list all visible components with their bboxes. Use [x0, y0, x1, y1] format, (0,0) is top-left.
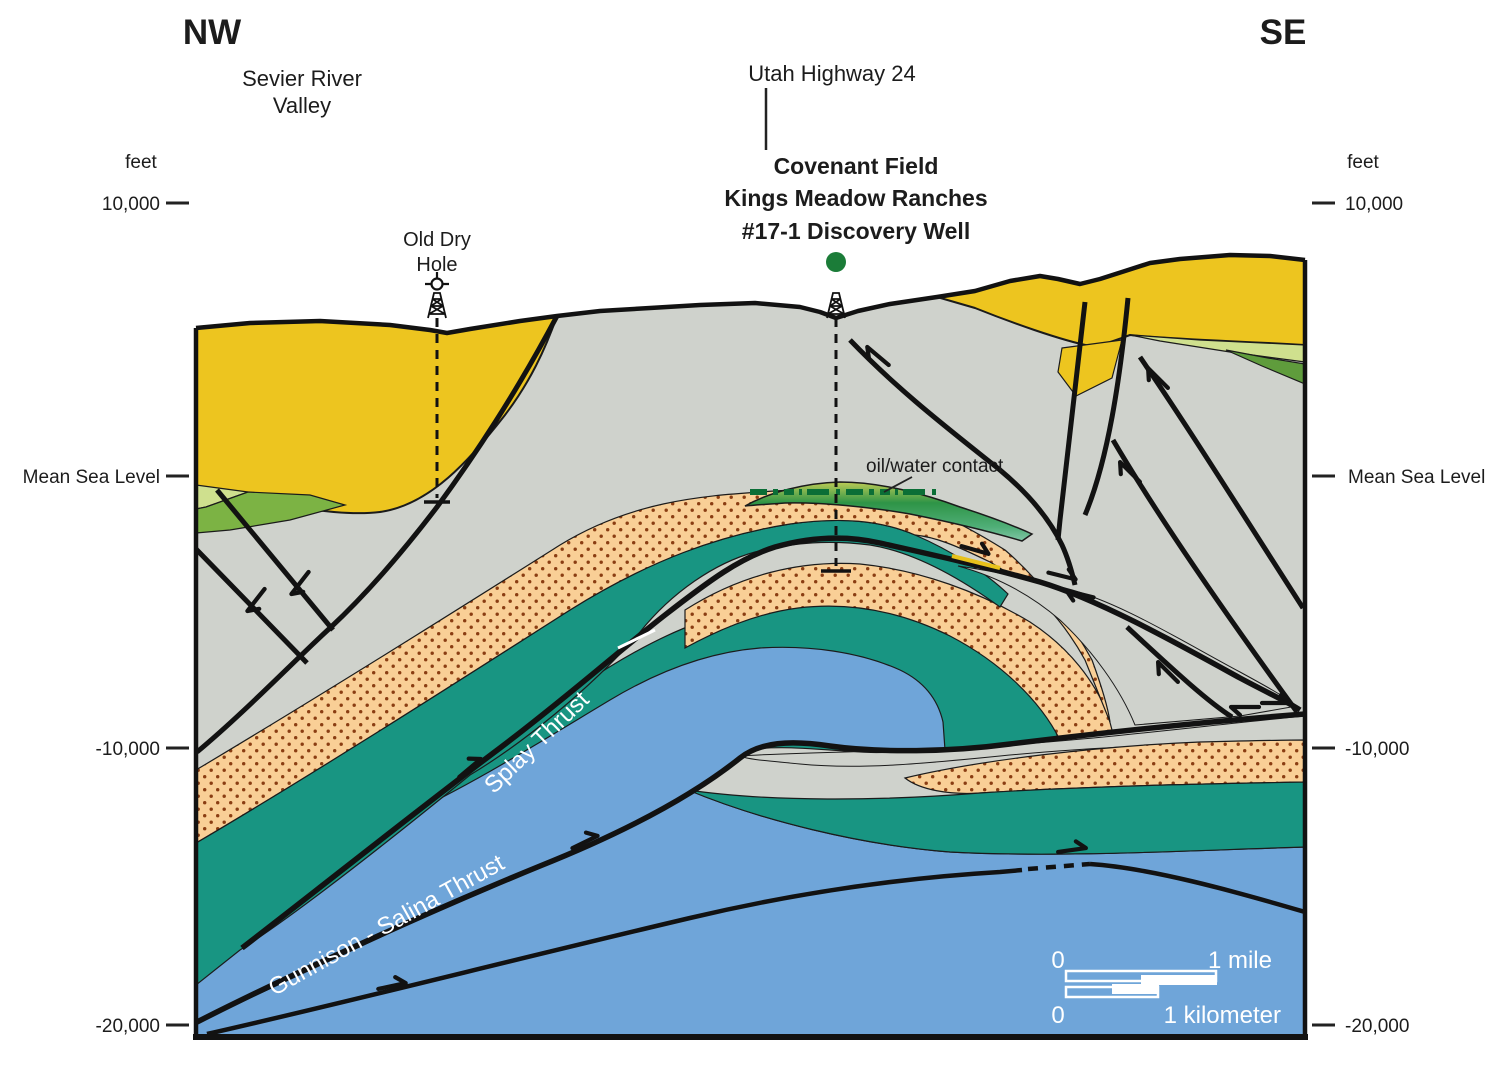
fault-splay-yellow-streak	[951, 554, 1001, 570]
valley-label-line2: Valley	[273, 93, 331, 118]
fault-gunnison-salina-thrust	[196, 711, 1305, 1025]
right-axis-minus20000: -20,000	[1345, 1016, 1409, 1037]
right-axis-unit: feet	[1347, 152, 1379, 173]
scale-mile-zero: 0	[1051, 947, 1064, 974]
discovery-label-line1: Covenant Field	[774, 153, 939, 179]
reservoir-lens	[744, 481, 1034, 542]
fault-old-dry-hole	[196, 314, 560, 754]
layer-footwall-teal	[687, 781, 1305, 855]
old-dry-hole-well	[424, 272, 450, 504]
left-axis-minus10000: -10,000	[96, 739, 160, 760]
right-axis-minus10000: -10,000	[1345, 739, 1409, 760]
old-dry-label-line1: Old Dry	[403, 229, 471, 251]
fault-splay-thrust	[240, 535, 1302, 951]
right-axis-msl: Mean Sea Level	[1348, 467, 1485, 488]
fault-vertical-1	[1055, 301, 1088, 541]
fault-backthrust-2	[1137, 355, 1305, 610]
left-axis-ticks	[166, 201, 189, 1027]
old-dry-label-line2: Hole	[416, 254, 457, 276]
scale-km-zero: 0	[1051, 1002, 1064, 1029]
left-axis-10000: 10,000	[102, 194, 160, 215]
dry-hole-symbol-icon	[430, 277, 444, 291]
scale-km-bar-fill	[1112, 984, 1159, 994]
right-axis-10000: 10,000	[1345, 194, 1403, 215]
layer-right-light-green	[1129, 334, 1305, 363]
left-axis-msl: Mean Sea Level	[23, 467, 160, 488]
highway-label: Utah Highway 24	[748, 61, 916, 86]
scale-km-label: 1 kilometer	[1164, 1002, 1281, 1029]
derrick-icon	[826, 292, 846, 319]
oil-water-leader-line	[883, 476, 913, 493]
section-border	[193, 260, 1308, 1037]
fault-vertical-2	[1082, 297, 1131, 516]
derrick-icon	[427, 292, 447, 319]
fault-left-a	[215, 488, 335, 632]
corner-label-nw: NW	[183, 13, 241, 52]
left-axis-unit: feet	[125, 152, 157, 173]
fault-backthrust-1	[848, 338, 1078, 586]
oil-water-contact-label: oil/water contact	[866, 456, 1004, 477]
corner-label-se: SE	[1260, 13, 1307, 52]
right-axis-ticks	[1312, 201, 1335, 1027]
layer-upper-sandstone	[196, 488, 1111, 845]
fault-deep-basement-east	[1089, 861, 1305, 915]
discovery-well	[821, 252, 851, 573]
left-axis-minus20000: -20,000	[96, 1016, 160, 1037]
layer-right-green	[1225, 349, 1305, 385]
dry-hole-symbol-ticks	[425, 272, 449, 286]
scale-bar: 0 1 mile 0 1 kilometer	[1051, 947, 1281, 1029]
layer-lower-sandstone	[684, 562, 1113, 741]
discovery-well-marker	[826, 252, 846, 272]
scale-mile-label: 1 mile	[1208, 947, 1272, 974]
valley-label-line1: Sevier River	[242, 66, 362, 91]
fault-deep-basement	[206, 867, 1023, 1037]
discovery-label-line3: #17-1 Discovery Well	[742, 218, 970, 244]
fault-backthrust-4	[1125, 625, 1234, 720]
discovery-label-line2: Kings Meadow Ranches	[724, 185, 987, 211]
layer-valley-green	[196, 491, 348, 534]
scale-mile-bar-fill	[1141, 975, 1217, 985]
splay-label-pointer	[617, 628, 656, 650]
